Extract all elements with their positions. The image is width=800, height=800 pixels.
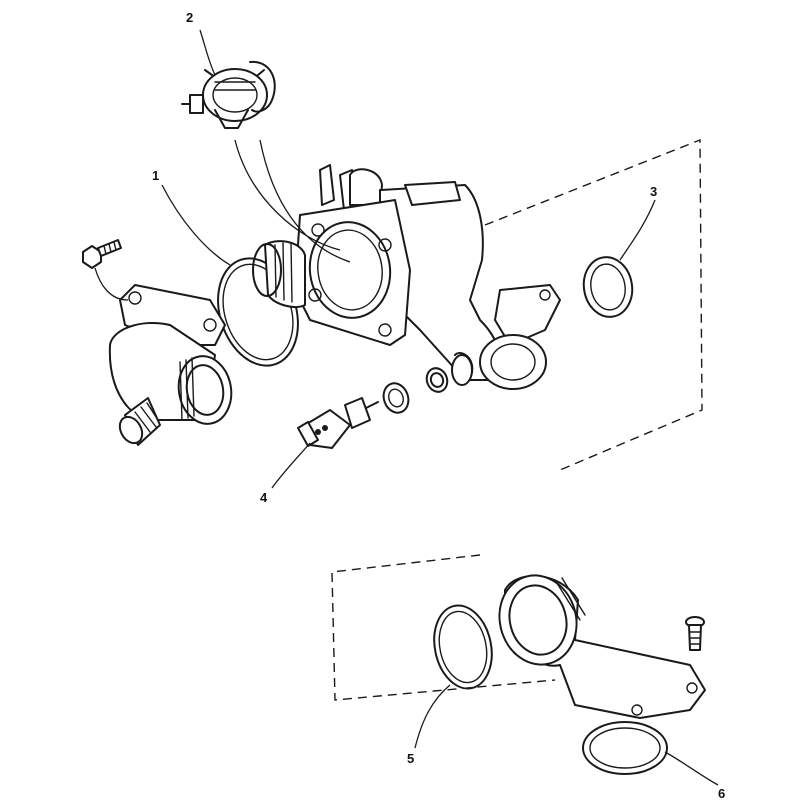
callout-6: 6 xyxy=(718,786,725,800)
ring-part-3 xyxy=(582,256,634,318)
lower-pipe-fitting xyxy=(498,574,706,719)
sensor-seal-washer xyxy=(382,367,449,414)
bolt-lower xyxy=(685,616,705,651)
gasket-part-5 xyxy=(433,604,493,690)
callout-leaders xyxy=(161,29,719,786)
assembly-guide-upper xyxy=(484,138,703,471)
main-housing xyxy=(252,164,561,390)
ring-part-6 xyxy=(582,721,668,775)
assembly-guide-lower xyxy=(331,554,556,701)
callout-5: 5 xyxy=(407,751,414,766)
thermostat-part-2 xyxy=(181,60,276,129)
callout-3: 3 xyxy=(650,184,657,199)
temperature-sensor-part-4 xyxy=(297,397,379,449)
thermostat-leaders xyxy=(234,139,351,263)
callout-1: 1 xyxy=(152,168,159,183)
outlet-housing xyxy=(108,284,233,446)
callout-2: 2 xyxy=(186,10,193,25)
bolt-small xyxy=(82,239,129,301)
callout-4: 4 xyxy=(260,490,268,505)
